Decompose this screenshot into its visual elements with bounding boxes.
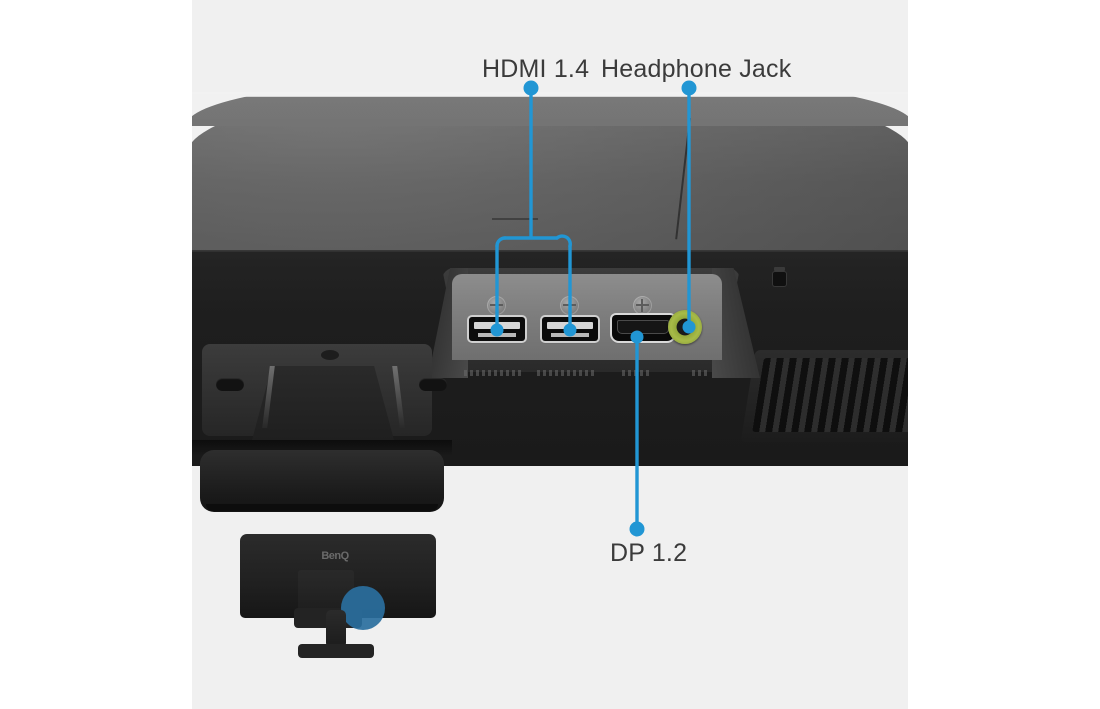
port-label-print [464,370,522,376]
callout-label-dp: DP 1.2 [610,539,688,567]
port-label-print [692,370,710,376]
panel-seam-short [492,218,538,220]
thumbnail-monitor-back: BenQ [240,534,436,618]
stand-base [200,450,444,512]
stand-neck [252,366,394,440]
screw-icon [633,296,652,315]
ventilation-grille [752,358,908,432]
thumbnail-stand-base [298,644,374,658]
vesa-screw-hole [216,378,244,391]
callout-dot-dp [629,521,645,537]
thumbnail-highlight-circle [341,586,385,630]
displayport-port [612,315,674,341]
hdmi-port-2 [542,317,598,341]
thumbnail-stand-neck [326,610,346,648]
stand-base-lip [206,504,438,511]
brand-logo: BenQ [321,550,349,562]
kensington-lock-icon [773,267,786,286]
vesa-screw-hole [419,378,447,391]
stand-release-button [321,350,339,360]
screw-icon [560,296,579,315]
headphone-jack-port [668,310,702,344]
screw-icon [487,296,506,315]
monitor-thumbnail: BenQ [240,528,436,670]
callout-label-headphone: Headphone Jack [601,55,792,83]
port-label-print [537,370,595,376]
port-label-print [622,370,652,376]
callout-label-hdmi: HDMI 1.4 [482,55,590,83]
content-panel: HDMI 1.4 Headphone Jack DP 1.2 BenQ [192,0,908,709]
monitor-top-edge [192,80,908,126]
hdmi-port-1 [469,317,525,341]
